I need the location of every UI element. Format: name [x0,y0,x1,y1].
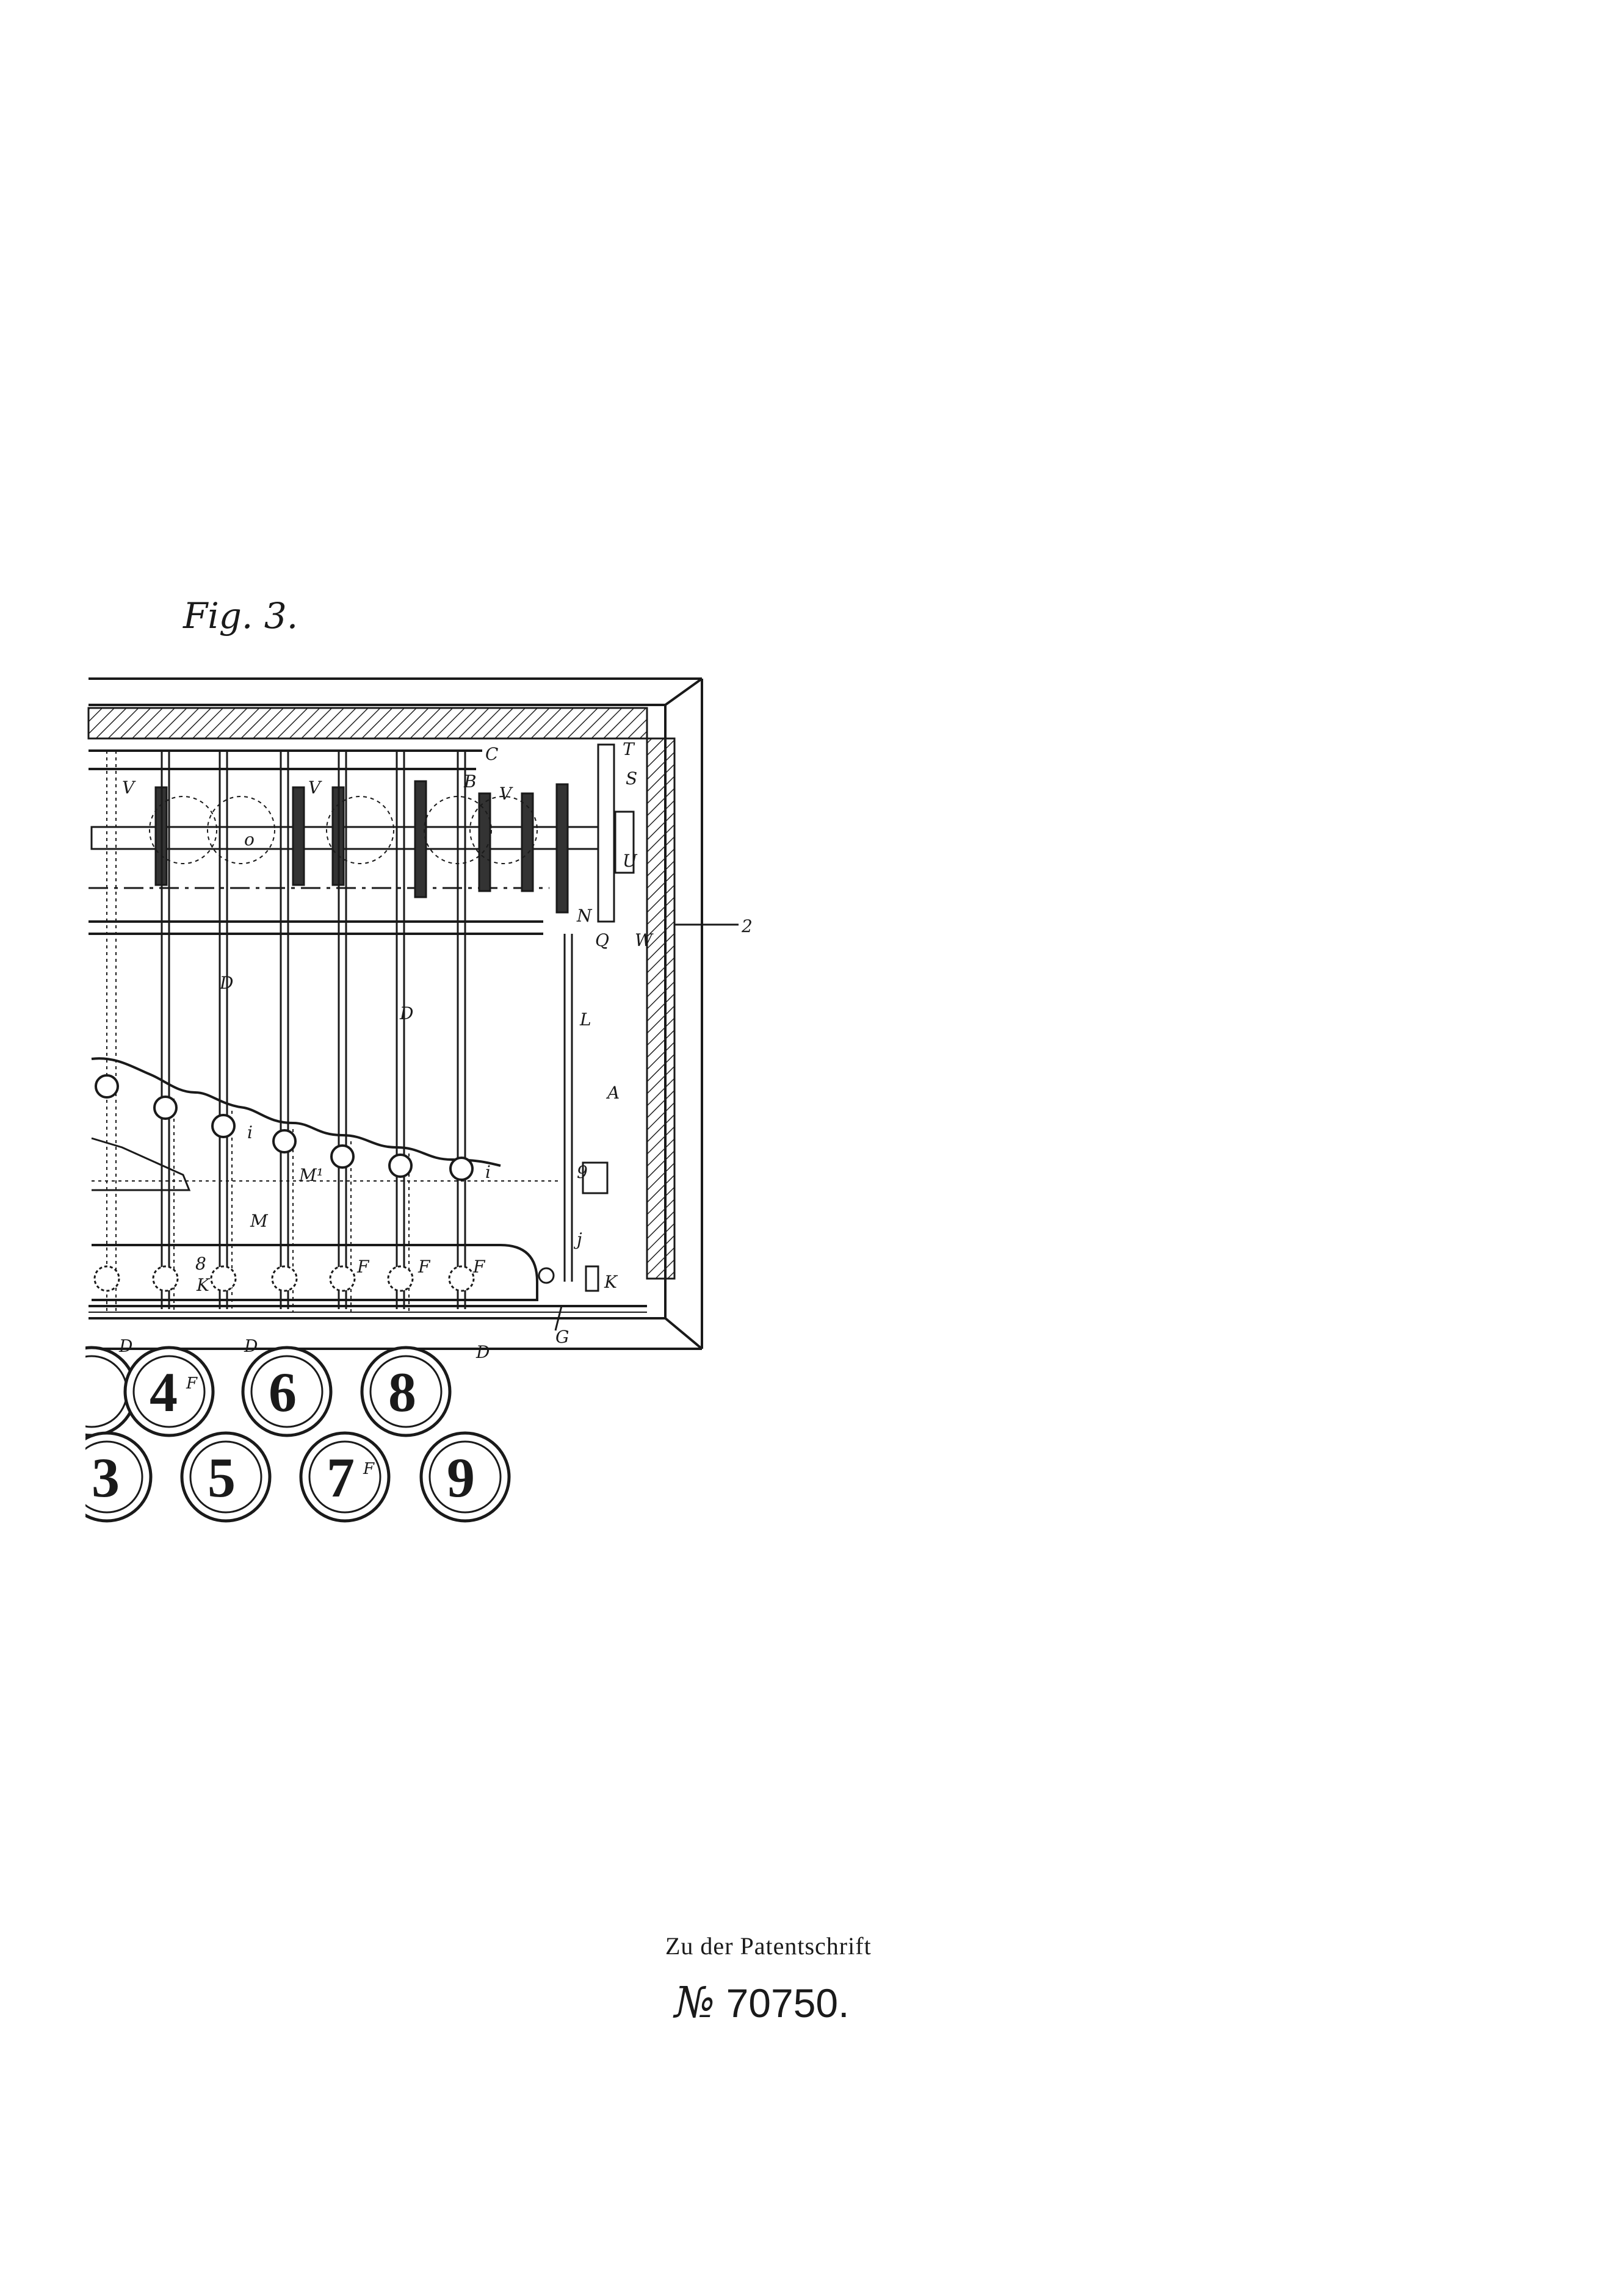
key-5: 5 [208,1446,236,1509]
key-9: 9 [447,1446,475,1509]
label-V2: V [308,778,322,798]
right-wall-hatching [646,737,676,1280]
label-F1: F [356,1257,370,1277]
label-W: W [635,930,654,950]
key-label-F2: F [363,1460,375,1478]
label-L: L [579,1009,591,1030]
figure-title: Fig. 3. [183,595,298,637]
label-D3: D [118,1336,132,1356]
lever-assembly [538,1161,609,1331]
cross-bars [89,749,549,935]
label-Q: Q [595,930,609,950]
key-6: 6 [269,1361,297,1423]
label-F2: F [417,1257,431,1277]
label-A: A [605,1083,620,1103]
rollers [95,1074,474,1181]
label-G: G [555,1327,569,1347]
label-D4: D [244,1336,258,1356]
label-o: o [244,829,255,850]
label-T: T [623,739,635,759]
label-9: 9 [577,1162,588,1182]
label-M: M [250,1211,269,1231]
label-D5: D [475,1342,490,1362]
key-label-F1: F [186,1374,198,1393]
label-D1: D [219,973,233,993]
label-i2: i [485,1162,491,1182]
label-8: 8 [195,1254,206,1274]
number-mark: № [674,1977,715,2027]
label-i1: i [247,1122,253,1143]
number-value: 70750. [726,1980,850,2026]
label-2: 2 [741,916,753,936]
top-wall-hatching [87,707,648,740]
slider-plate [92,1244,538,1301]
label-F3: F [472,1257,486,1277]
label-K1: K [196,1275,211,1295]
label-V1: V [122,778,136,798]
label-C: C [485,744,498,764]
label-B: B [463,771,477,792]
key-4: 4 [150,1361,178,1423]
key-7: 7 [327,1446,355,1509]
label-V3: V [499,784,513,804]
patent-caption: Zu der Patentschrift [665,1932,872,1960]
labels: C B V V V o T S U N Q W 2 D D L A i M¹ i… [118,739,753,1362]
label-M1: M¹ [298,1165,324,1185]
label-U: U [623,851,638,871]
label-K2: K [604,1272,618,1292]
cam-profile [91,1057,501,1167]
key-rods [161,751,573,1309]
inclined-plate [91,1137,191,1191]
label-S: S [626,768,637,789]
key-8: 8 [388,1361,416,1423]
label-N: N [576,906,593,926]
lower-rollers [93,1265,475,1292]
patent-number: № 70750. [674,1977,849,2027]
label-j: j [573,1229,582,1249]
key-3: 3 [92,1446,120,1509]
label-D2: D [399,1003,413,1023]
gear-shaft [90,743,635,923]
